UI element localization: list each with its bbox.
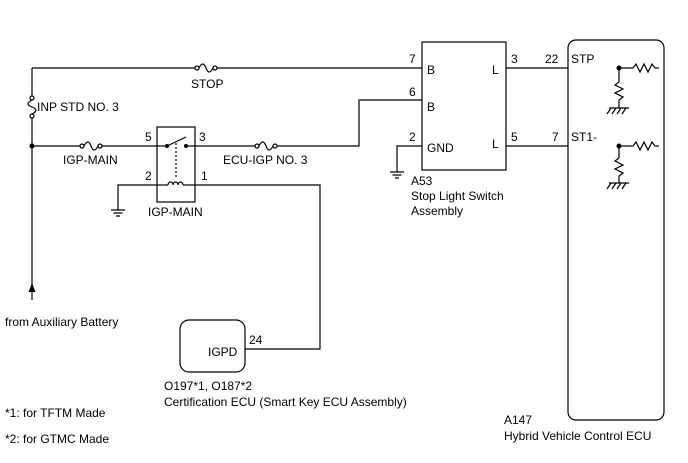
fuse-label-ecu-igp: ECU-IGP NO. 3 (223, 153, 308, 167)
switch-ref: A53 (411, 174, 433, 188)
wire-relay-igpd (195, 184, 321, 350)
relay (156, 126, 196, 203)
arrow-up-icon (28, 283, 36, 300)
ground-icon (606, 182, 629, 190)
ecu-stp-circuit (606, 62, 659, 115)
wire-switch-gnd (396, 145, 422, 172)
resistor-icon (613, 81, 625, 101)
ground-icon (606, 107, 629, 115)
fuse-icon (254, 141, 278, 151)
relay-pin-1: 1 (201, 169, 208, 183)
switch-terminal-b2: B (427, 100, 435, 114)
relay-body (156, 126, 196, 203)
fuse-label-stop: STOP (191, 77, 223, 91)
switch-pin-7: 7 (409, 52, 416, 66)
resistor-icon (613, 157, 625, 177)
hv-ecu-name: Hybrid Vehicle Control ECU (504, 429, 651, 443)
fuse-icon (27, 95, 37, 119)
switch-name-line2: Assembly (411, 204, 463, 218)
switch-pin-3: 3 (511, 52, 518, 66)
relay-pin-5: 5 (145, 130, 152, 144)
hv-ecu-signal-st1: ST1- (571, 130, 597, 144)
switch-terminal-l2: L (492, 137, 499, 151)
cert-ecu-terminal: IGPD (208, 345, 238, 359)
switch-name-line1: Stop Light Switch (411, 189, 504, 203)
relay-pin-3: 3 (199, 130, 206, 144)
source-label: from Auxiliary Battery (5, 315, 118, 329)
switch-terminal-gnd: GND (427, 141, 454, 155)
relay-pin-2: 2 (145, 169, 152, 183)
hv-ecu-pin-22: 22 (545, 52, 559, 66)
switch-terminal-l1: L (492, 63, 499, 77)
cert-ecu-ref: O197*1, O187*2 (164, 379, 252, 393)
fuse-icon (194, 63, 218, 73)
resistor-icon (632, 62, 656, 74)
hv-ecu-ref: A147 (504, 413, 532, 427)
certification-ecu-box (179, 319, 246, 373)
note-2: *2: for GTMC Made (5, 432, 109, 446)
switch-pin-5: 5 (511, 130, 518, 144)
ecu-st1-circuit (606, 140, 659, 190)
cert-ecu-pin-24: 24 (249, 333, 263, 347)
wire-ecuigp-right (277, 99, 422, 147)
hv-control-ecu-box (567, 39, 665, 421)
fuse-icon (79, 141, 103, 151)
relay-switch-icon (157, 136, 195, 177)
ground-icon (111, 209, 125, 217)
relay-label: IGP-MAIN (148, 205, 203, 219)
note-1: *1: for TFTM Made (5, 406, 106, 420)
cert-ecu-name: Certification ECU (Smart Key ECU Assembl… (164, 395, 407, 409)
resistor-icon (632, 140, 656, 152)
junction-dot (29, 143, 35, 149)
switch-pin-6: 6 (409, 85, 416, 99)
switch-pin-2: 2 (409, 130, 416, 144)
stop-light-switch-box (421, 41, 507, 171)
switch-terminal-b1: B (427, 63, 435, 77)
ground-icon (390, 171, 404, 179)
hv-ecu-pin-7: 7 (552, 130, 559, 144)
fuse-label-inp-std: INP STD NO. 3 (37, 100, 119, 114)
relay-coil-icon (157, 181, 195, 186)
fuse-label-igp-main: IGP-MAIN (63, 153, 118, 167)
wire-relay-gnd (117, 184, 157, 210)
hv-ecu-signal-stp: STP (571, 52, 594, 66)
